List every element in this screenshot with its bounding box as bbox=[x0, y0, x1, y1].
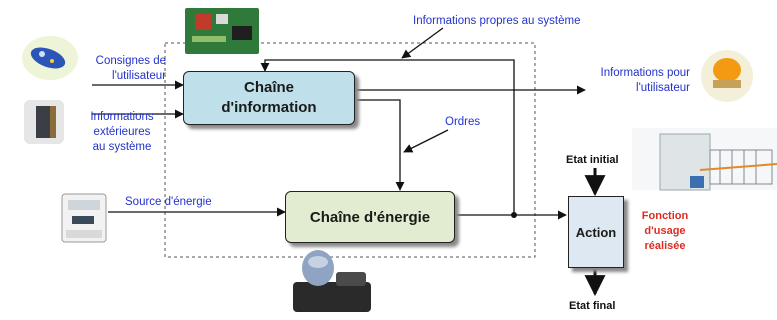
infos-exterieures-line2: extérieures bbox=[93, 126, 151, 138]
infos-pour-line1: Informations pour bbox=[600, 67, 691, 79]
arrow-ordres bbox=[355, 99, 405, 191]
infos-pour-line2: l'utilisateur bbox=[636, 82, 690, 94]
remote-control-icon bbox=[22, 36, 78, 80]
consignes-line2: l'utilisateur bbox=[112, 70, 166, 82]
chaine-energie-block: Chaîne d'énergie bbox=[285, 191, 455, 243]
chaine-information-block: Chaîne d'information bbox=[183, 71, 355, 125]
sensor-icon bbox=[24, 100, 64, 144]
consignes-label: Consignes de l'utilisateur bbox=[74, 54, 166, 84]
chaine-energie-label: Chaîne d'énergie bbox=[309, 208, 431, 226]
feedback-loop bbox=[260, 59, 515, 215]
ordres-label: Ordres bbox=[445, 116, 481, 128]
motor-icon bbox=[293, 250, 371, 312]
electric-meter-icon bbox=[61, 193, 107, 243]
chaine-information-line1: Chaîne bbox=[243, 79, 294, 96]
arrow-infos-propres bbox=[401, 27, 444, 59]
infos-propres-label: Informations propres au système bbox=[413, 15, 581, 27]
infos-exterieures-line3: au système bbox=[92, 141, 152, 153]
source-energie-label: Source d'énergie bbox=[125, 196, 212, 208]
warning-light-icon bbox=[701, 50, 753, 102]
consignes-line1: Consignes de bbox=[95, 55, 166, 67]
etat-initial-label: Etat initial bbox=[566, 154, 619, 166]
action-block: Action bbox=[568, 196, 624, 268]
action-label: Action bbox=[575, 224, 617, 240]
junction-dot bbox=[511, 212, 517, 218]
control-board-icon bbox=[185, 8, 259, 54]
fonction-line3: réalisée bbox=[644, 240, 686, 252]
fonction-usage-label: Fonction d'usage réalisée bbox=[630, 209, 700, 254]
fonction-line2: d'usage bbox=[644, 225, 686, 237]
infos-exterieures-line1: Informations bbox=[90, 111, 154, 123]
gate-icon bbox=[632, 128, 777, 191]
system-boundary bbox=[164, 42, 536, 258]
infos-exterieures-label: Informations extérieures au système bbox=[80, 110, 164, 155]
etat-final-label: Etat final bbox=[569, 300, 616, 312]
chaine-information-line2: d'information bbox=[221, 99, 317, 116]
fonction-line1: Fonction bbox=[641, 210, 689, 222]
arrow-ordres-pointer bbox=[403, 129, 449, 153]
infos-pour-utilisateur-label: Informations pour l'utilisateur bbox=[560, 66, 691, 96]
